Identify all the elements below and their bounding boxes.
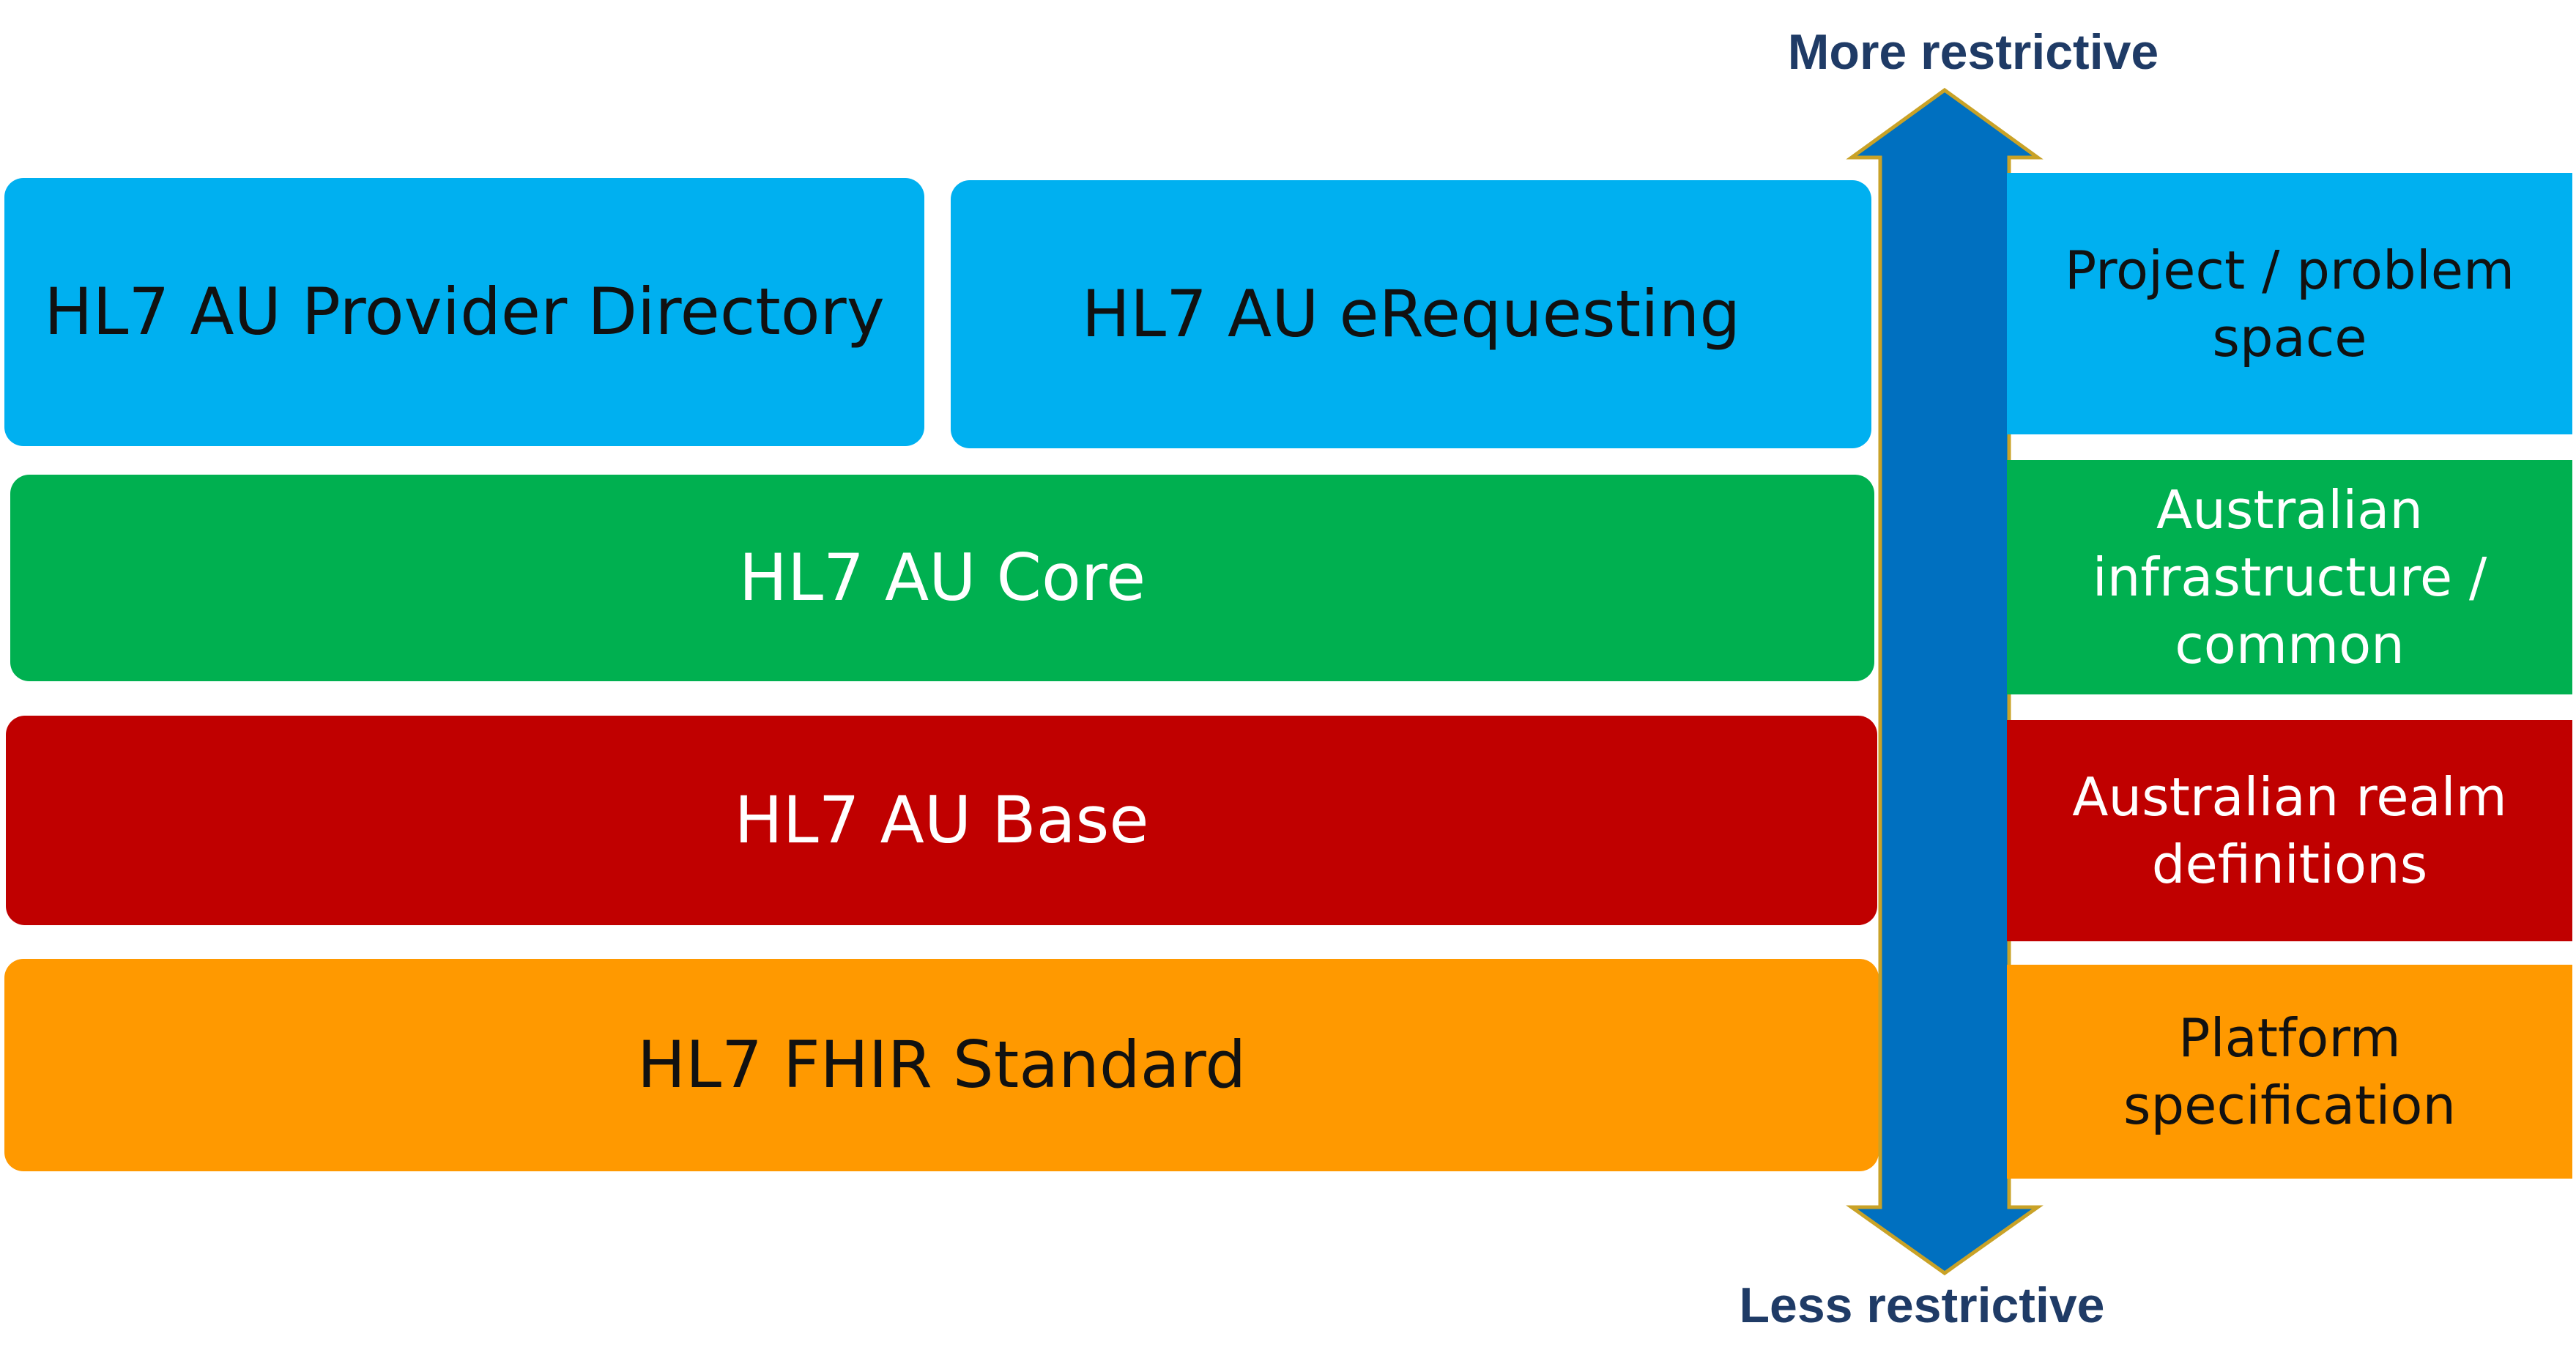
layer-erequesting: HL7 AU eRequesting	[951, 180, 1871, 448]
restriction-arrow-shape	[1846, 87, 2044, 1276]
erequesting-label: HL7 AU eRequesting	[1081, 276, 1741, 352]
legend-platform-specification: Platform specification	[2007, 965, 2572, 1179]
au-base-label: HL7 AU Base	[734, 782, 1149, 859]
layer-au-core: HL7 AU Core	[10, 475, 1874, 681]
fhir-standard-label: HL7 FHIR Standard	[636, 1027, 1247, 1103]
legend-infrastructure-text: Australian infrastructure / common	[2092, 479, 2487, 675]
layer-fhir-standard: HL7 FHIR Standard	[4, 959, 1879, 1171]
legend-infrastructure: Australian infrastructure / common	[2007, 460, 2572, 694]
legend-realm-definitions: Australian realm definitions	[2007, 720, 2572, 941]
more-restrictive-label: More restrictive	[1787, 24, 2159, 80]
less-restrictive-label: Less restrictive	[1739, 1278, 2105, 1333]
legend-platform-specification-text: Platform specification	[2123, 1007, 2457, 1136]
provider-directory-label: HL7 AU Provider Directory	[44, 274, 885, 350]
layer-provider-directory: HL7 AU Provider Directory	[4, 178, 924, 446]
legend-project-space-text: Project / problem space	[2064, 239, 2515, 368]
legend-project-space: Project / problem space	[2007, 173, 2572, 434]
au-core-label: HL7 AU Core	[738, 540, 1146, 616]
layer-au-base: HL7 AU Base	[6, 716, 1877, 925]
legend-realm-definitions-text: Australian realm definitions	[2072, 766, 2507, 895]
